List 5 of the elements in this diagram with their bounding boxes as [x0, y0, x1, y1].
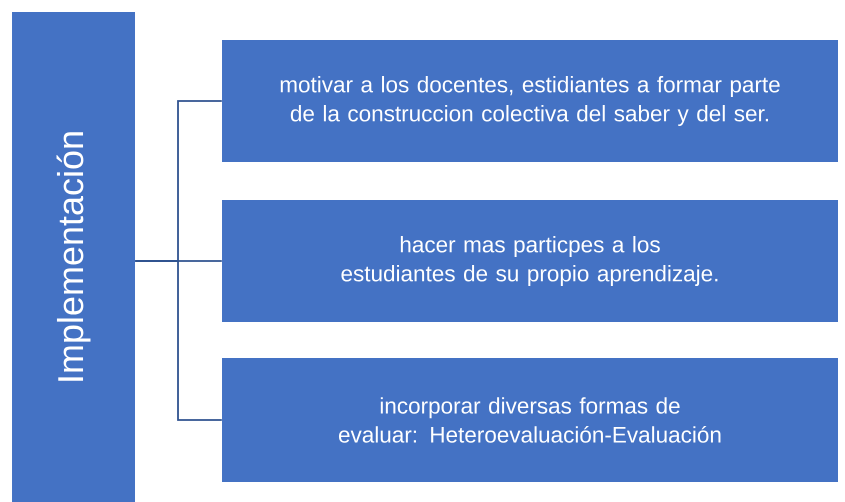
text-box: motivar a los docentes, estidiantes a formar parte de la construccion colectiva del saber y del ser.: [222, 40, 838, 162]
text-box: hacer mas particpes a los estudiantes de su propio aprendizaje.: [222, 200, 838, 322]
title-bar: Implementación: [12, 12, 135, 502]
connector-line: [135, 260, 222, 421]
text-box: incorporar diversas formas de evaluar: Heteroevaluación-Evaluación: [222, 358, 838, 482]
